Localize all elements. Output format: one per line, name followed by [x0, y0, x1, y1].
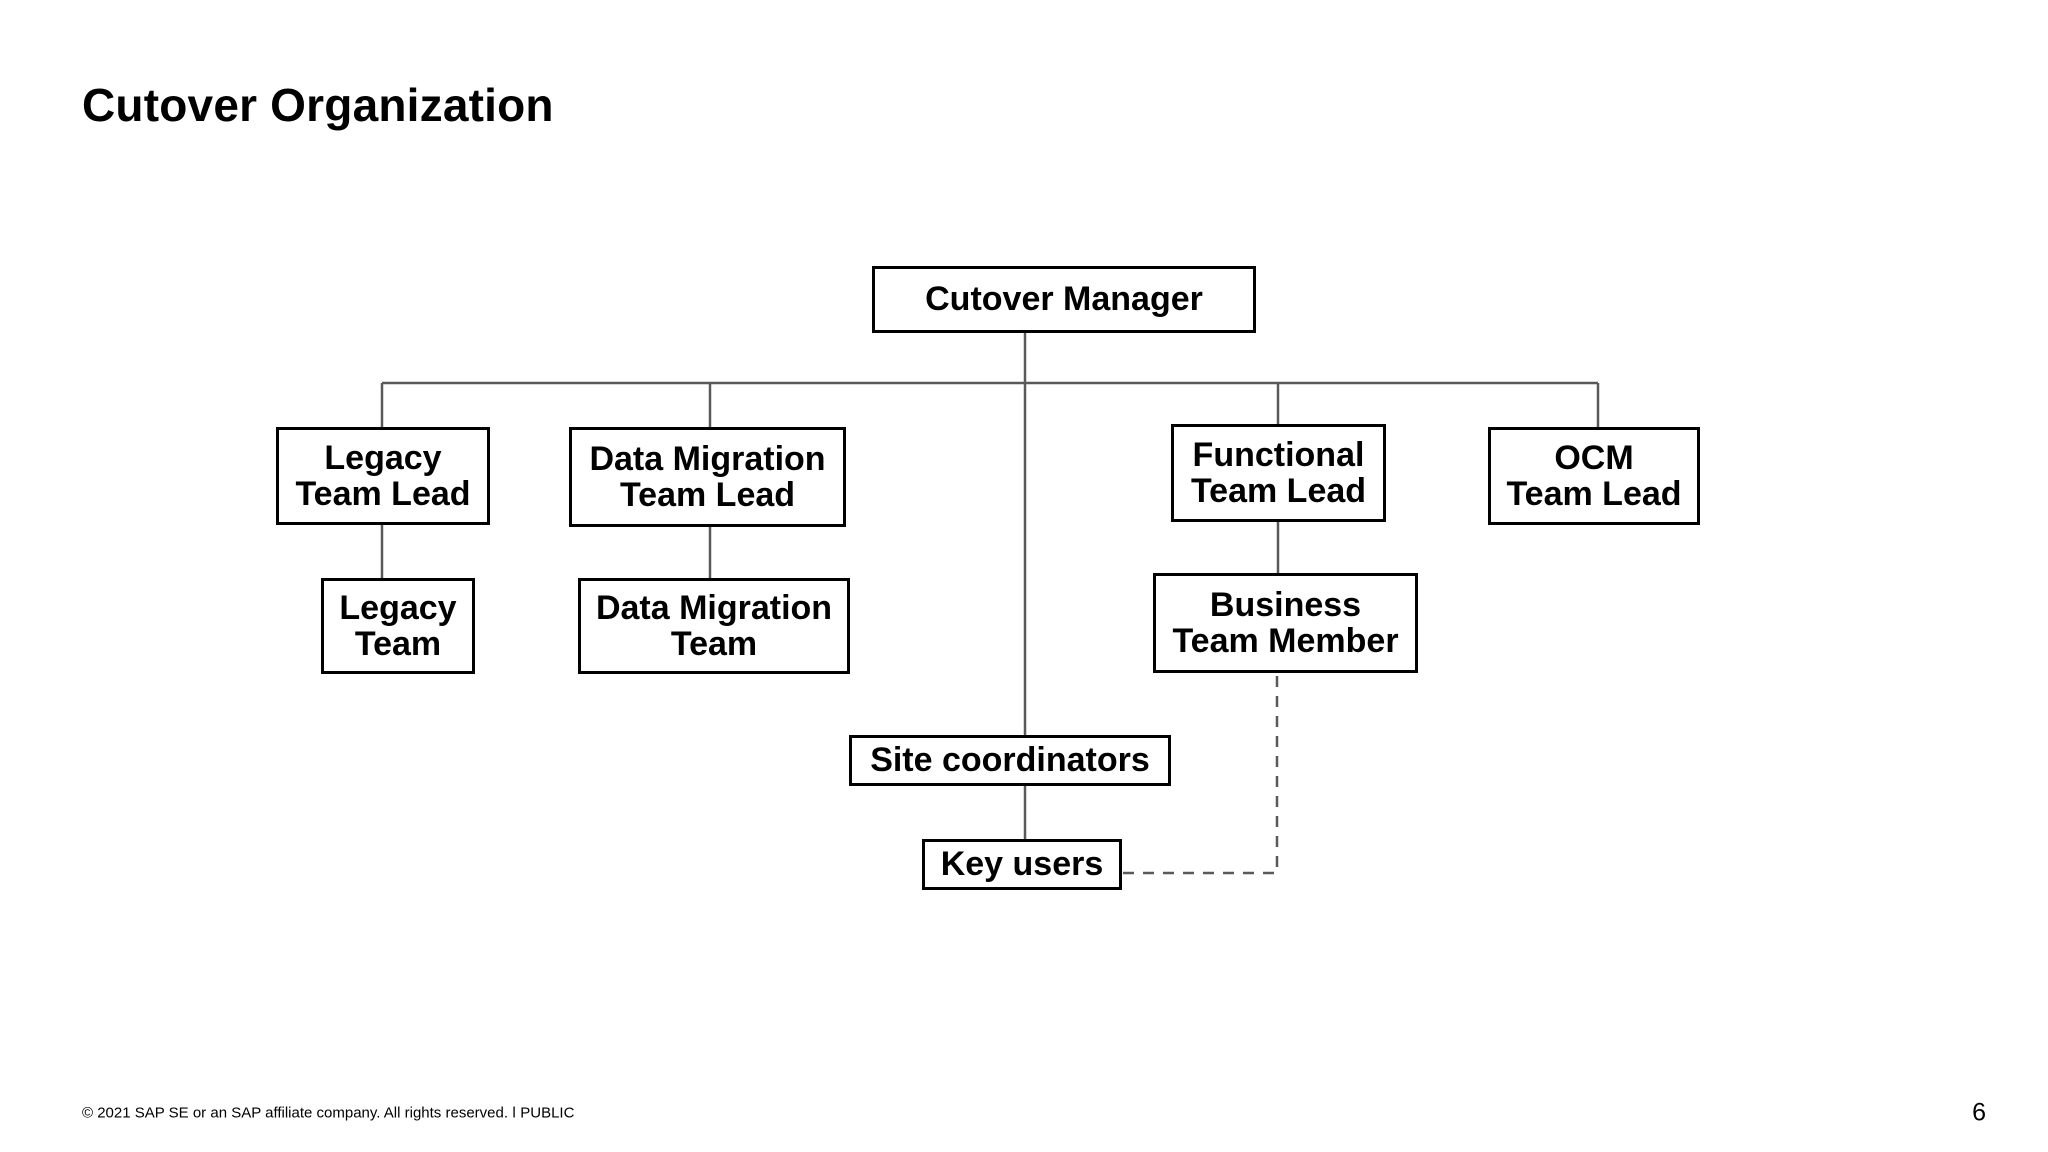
- page-title: Cutover Organization: [82, 79, 554, 131]
- node-label: Functional Team Lead: [1190, 435, 1367, 510]
- node-ocm-team-lead[interactable]: OCM Team Lead: [1488, 427, 1700, 525]
- node-cutover-manager[interactable]: Cutover Manager: [872, 266, 1256, 333]
- node-label: Data Migration Team: [595, 588, 833, 663]
- node-label: OCM Team Lead: [1506, 438, 1682, 513]
- node-data-migration-team[interactable]: Data Migration Team: [578, 578, 850, 674]
- node-site-coordinators[interactable]: Site coordinators: [849, 735, 1171, 786]
- node-label: Legacy Team: [339, 588, 457, 663]
- node-label: Business Team Member: [1172, 585, 1399, 660]
- node-label: Site coordinators: [870, 741, 1150, 780]
- node-label: Key users: [940, 845, 1104, 884]
- node-functional-team-lead[interactable]: Functional Team Lead: [1171, 424, 1386, 522]
- node-key-users[interactable]: Key users: [922, 839, 1122, 890]
- node-label: Data Migration Team Lead: [589, 439, 826, 514]
- node-business-team-member[interactable]: Business Team Member: [1153, 573, 1418, 673]
- node-data-migration-team-lead[interactable]: Data Migration Team Lead: [569, 427, 846, 527]
- node-label: Legacy Team Lead: [295, 438, 471, 513]
- copyright-footer: © 2021 SAP SE or an SAP affiliate compan…: [82, 1104, 575, 1122]
- node-label: Cutover Manager: [925, 280, 1203, 319]
- node-legacy-team[interactable]: Legacy Team: [321, 578, 475, 674]
- node-legacy-team-lead[interactable]: Legacy Team Lead: [276, 427, 490, 525]
- page-number: 6: [1972, 1098, 1986, 1127]
